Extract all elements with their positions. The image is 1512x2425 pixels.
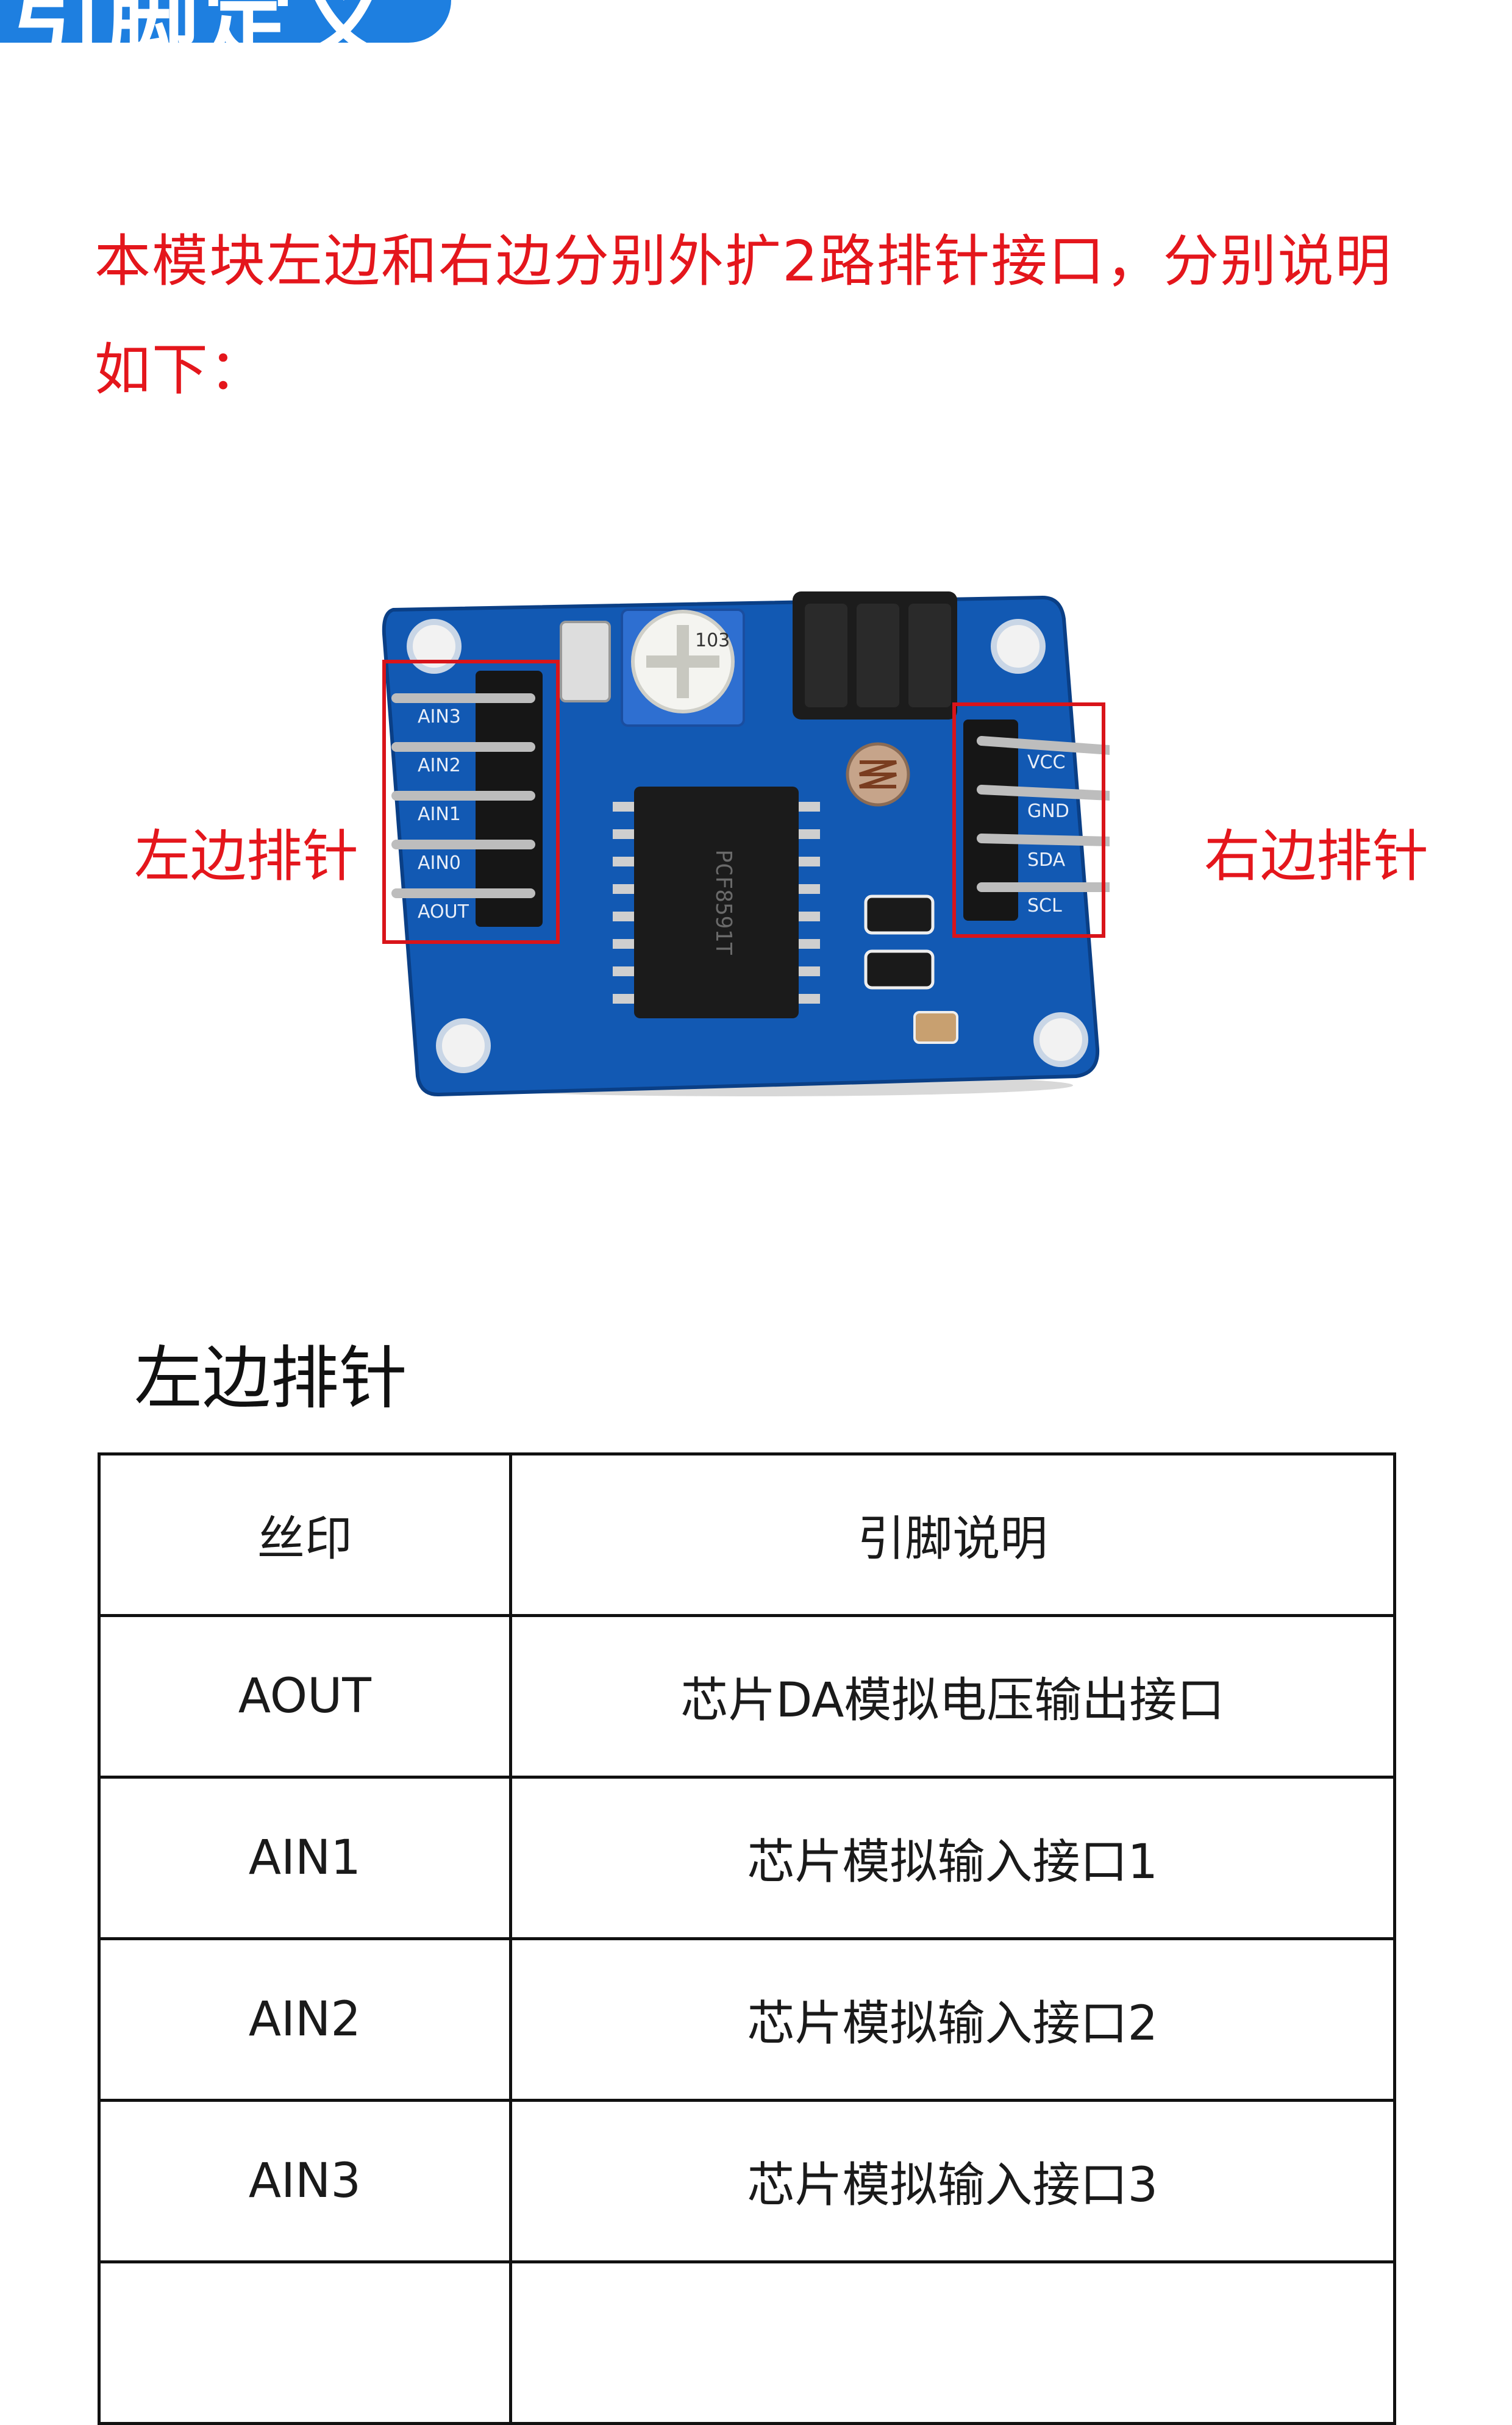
left-header-label: 左边排针 (134, 824, 359, 889)
table-row (98, 2260, 1397, 2425)
table-row: AIN3 芯片模拟输入接口3 (98, 2099, 1397, 2263)
regulator (560, 621, 611, 702)
right-pin-labels: VCC GND SDA SCL (1027, 752, 1069, 916)
mount-hole-tr (991, 619, 1046, 674)
left-pin-label: AIN2 (418, 755, 461, 776)
column-header-silk: 丝印 (98, 1452, 512, 1617)
table-row: AOUT 芯片DA模拟电压输出接口 (98, 1614, 1397, 1779)
right-pin-label: SCL (1027, 895, 1062, 916)
left-pin-label: AIN1 (418, 804, 461, 825)
right-header-label: 右边排针 (1204, 824, 1429, 889)
column-header-desc: 引脚说明 (508, 1452, 1397, 1617)
pin-desc (508, 2260, 1397, 2425)
pin-silk (98, 2260, 512, 2425)
pot-label: 103 (695, 630, 730, 651)
right-header-pins (977, 736, 1110, 892)
left-pin-label: AIN3 (418, 706, 461, 727)
mount-hole-br (1033, 1012, 1088, 1067)
left-pin-label: AIN0 (418, 852, 461, 874)
right-header-highlight (952, 702, 1105, 938)
table-header-row: 丝印 引脚说明 (98, 1452, 1397, 1617)
left-pin-labels: AIN3 AIN2 AIN1 AIN0 AOUT (418, 706, 469, 923)
pin-silk: AIN2 (98, 1937, 512, 2102)
pin-desc: 芯片模拟输入接口2 (508, 1937, 1397, 2102)
jumper-1 (805, 604, 847, 707)
pin-silk: AIN3 (98, 2099, 512, 2263)
left-header-pins (391, 693, 535, 898)
pin-silk: AIN1 (98, 1776, 512, 1940)
pin-desc: 芯片模拟输入接口1 (508, 1776, 1397, 1940)
pin-table: 丝印 引脚说明 AOUT 芯片DA模拟电压输出接口 AIN1 芯片模拟输入接口1… (98, 1452, 1397, 2425)
mount-hole-bl (436, 1018, 491, 1073)
photoresistor-track (859, 760, 897, 788)
jumper-3 (908, 604, 951, 707)
ic-chip (634, 787, 799, 1018)
table-row: AIN2 芯片模拟输入接口2 (98, 1937, 1397, 2102)
left-pin-label: AOUT (418, 901, 469, 923)
mount-hole-tl (407, 619, 462, 674)
intro-text: 本模块左边和右边分别外扩2路排针接口，分别说明 如下： (94, 207, 1436, 424)
left-header-highlight (382, 660, 560, 944)
pin-silk: AOUT (98, 1614, 512, 1779)
header-banner: 引脚定义 (0, 0, 451, 43)
right-pin-label: SDA (1027, 849, 1066, 871)
pin-desc: 芯片模拟输入接口3 (508, 2099, 1397, 2263)
led-1 (864, 895, 935, 935)
intro-line-1: 本模块左边和右边分别外扩2路排针接口，分别说明 (94, 229, 1393, 294)
section-title: 左边排针 (134, 1339, 407, 1418)
ic-pins-right (799, 802, 820, 1004)
ic-pins-left (613, 802, 634, 1004)
header-title: 引脚定义 (12, 0, 393, 43)
capacitor (913, 1011, 958, 1044)
module-photo-area: 左边排针 右边排针 103 PCF8591T (0, 549, 1512, 1159)
table-row: AIN1 芯片模拟输入接口1 (98, 1776, 1397, 1940)
intro-line-2: 如下： (94, 337, 267, 402)
led-2 (864, 949, 935, 990)
pot-slot-h (646, 655, 719, 668)
right-pin-label: VCC (1027, 752, 1065, 773)
right-header-housing (963, 720, 1018, 921)
right-pin-label: GND (1027, 801, 1069, 822)
pin-desc: 芯片DA模拟电压输出接口 (508, 1614, 1397, 1779)
jumper-2 (857, 604, 899, 707)
module-photo: 103 PCF8591T (382, 591, 1110, 1097)
ic-chip-label: PCF8591T (711, 849, 736, 955)
